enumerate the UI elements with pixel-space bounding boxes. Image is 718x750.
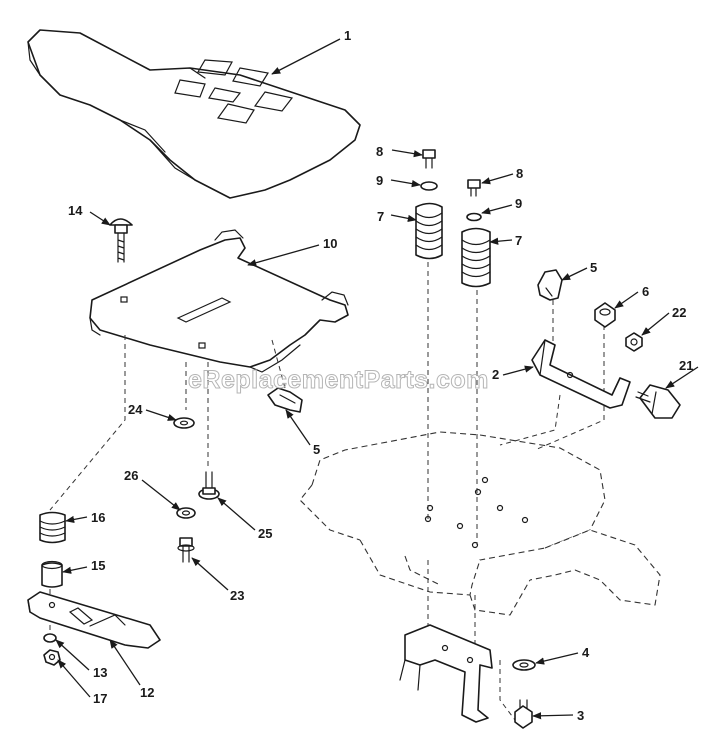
carriage-bolt-part-14: [109, 218, 133, 263]
seat-part-1: [27, 29, 361, 199]
callout-21: 21: [679, 358, 693, 373]
bushing-part-15: [41, 560, 63, 588]
spring-assembly-right: [461, 179, 491, 288]
bracket-part-2: [531, 339, 631, 409]
callout-4: 4: [582, 645, 590, 660]
spring-part-16: [39, 511, 66, 544]
callout-7-left: 7: [377, 209, 384, 224]
spring-assembly-left: [415, 149, 443, 260]
callout-8-left: 8: [376, 144, 383, 159]
washer-part-24: [173, 417, 195, 429]
callout-3: 3: [577, 708, 584, 723]
nut-part-17: [43, 649, 61, 666]
callout-8-right: 8: [516, 166, 523, 181]
nut-part-22: [625, 332, 643, 352]
lever-part-5-lower: [267, 339, 303, 413]
chassis-frame: [299, 431, 661, 616]
callout-10: 10: [323, 236, 337, 251]
callout-26: 26: [124, 468, 138, 483]
watermark-text: eReplacementParts.com: [188, 366, 489, 394]
callout-2: 2: [492, 367, 499, 382]
leader-lines: [55, 38, 699, 720]
callout-15: 15: [91, 558, 105, 573]
assembly-centerlines: [49, 262, 605, 721]
callout-16: 16: [91, 510, 105, 525]
callout-23: 23: [230, 588, 244, 603]
callout-17: 17: [93, 691, 107, 706]
plate-part-12: [27, 591, 161, 649]
callout-numbers: 1 10 14 8 9 7 8 9 7 5 6 22 2 21 5 24 26 …: [68, 28, 693, 723]
washer-part-13: [43, 633, 57, 643]
knob-part-21: [635, 384, 681, 419]
callout-5-upper: 5: [590, 260, 597, 275]
callout-5-lower: 5: [313, 442, 320, 457]
callout-13: 13: [93, 665, 107, 680]
bolt-part-3: [514, 699, 533, 729]
callout-12: 12: [140, 685, 154, 700]
bolt-part-25: [198, 471, 220, 500]
callout-1: 1: [344, 28, 351, 43]
washer-part-4: [512, 659, 536, 671]
nut-part-6: [594, 302, 616, 328]
seat-pan-part-10: [89, 229, 349, 373]
callout-25: 25: [258, 526, 272, 541]
callout-24: 24: [128, 402, 143, 417]
lower-bracket: [399, 624, 493, 723]
washer-part-26: [176, 507, 196, 519]
callout-22: 22: [672, 305, 686, 320]
callout-9-left: 9: [376, 173, 383, 188]
latch-part-5-upper: [537, 269, 563, 301]
callout-14: 14: [68, 203, 83, 218]
bolt-part-23: [177, 537, 195, 563]
callout-9-right: 9: [515, 196, 522, 211]
callout-7-right: 7: [515, 233, 522, 248]
callout-6: 6: [642, 284, 649, 299]
